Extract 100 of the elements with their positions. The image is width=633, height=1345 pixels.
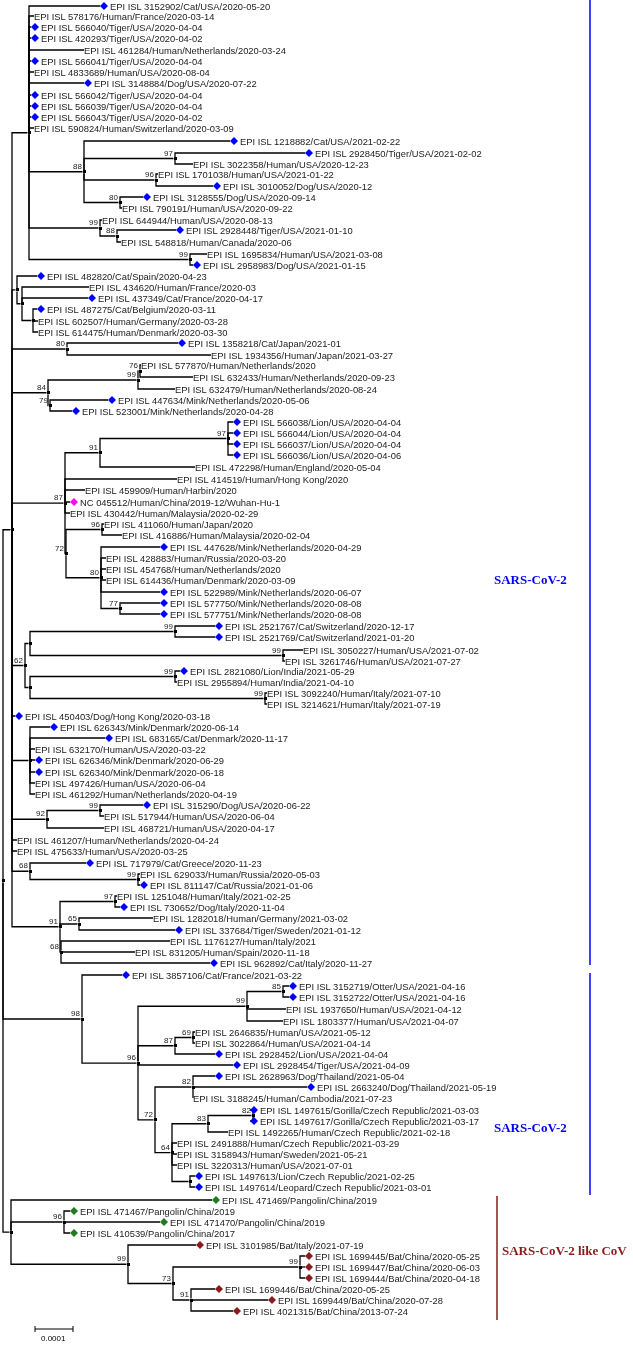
branch-line <box>66 349 212 356</box>
sequence-label: EPI ISL 2928454/Tiger/USA/2021-04-09 <box>243 1059 410 1071</box>
branch-line <box>174 1036 193 1045</box>
sequence-label: EPI ISL 1699449/Bat/China/2020-07-28 <box>278 1294 443 1306</box>
branch-line <box>137 1063 155 1121</box>
sequence-label: EPI ISL 590824/Human/Switzerland/2020-03-09 <box>34 122 234 134</box>
branch-node <box>98 226 102 230</box>
branch-line <box>60 940 171 952</box>
branch-line <box>174 670 181 676</box>
sequence-label: EPI ISL 3148884/Dog/USA/2020-07-22 <box>94 77 257 89</box>
branch-line <box>154 1120 172 1154</box>
bootstrap-value: 82 <box>242 1105 251 1115</box>
branch-line <box>174 632 216 638</box>
sequence-label: EPI ISL 3158943/Human/Sweden/2021-05-21 <box>177 1148 368 1160</box>
bootstrap-value: 97 <box>104 891 113 901</box>
sequence-label: EPI ISL 566041/Tiger/USA/2020-04-04 <box>41 55 203 67</box>
sequence-label: EPI ISL 2521767/Cat/Switzerland/2020-12-17 <box>225 620 415 632</box>
branch-node <box>206 1122 210 1126</box>
branch-line <box>49 406 73 412</box>
sequence-label: EPI ISL 420293/Tiger/USA/2020-04-02 <box>41 32 203 44</box>
branch-node <box>173 157 177 160</box>
branch-node <box>98 809 102 812</box>
branch-line <box>190 1300 234 1312</box>
branch-line <box>101 530 123 536</box>
branch-line <box>10 1233 128 1265</box>
sequence-label: EPI ISL 1218882/Cat/USA/2021-02-22 <box>240 135 401 147</box>
branch-line <box>189 260 194 266</box>
branch-node <box>263 697 267 700</box>
bootstrap-value: 80 <box>56 339 65 348</box>
sequence-label: EPI ISL 626340/Mink/Denmark/2020-06-18 <box>45 766 224 778</box>
branch-node <box>245 1004 249 1008</box>
branch-line <box>119 602 161 608</box>
branch-line <box>61 951 136 953</box>
branch-line <box>2 881 11 1233</box>
branch-node <box>80 1017 84 1021</box>
branch-line <box>29 758 36 761</box>
branch-node <box>28 642 32 645</box>
clade-label: SARS-CoV-2 like CoV <box>502 1243 627 1259</box>
sequence-label: EPI ISL 1937650/Human/USA/2021-04-12 <box>286 1003 462 1015</box>
branch-node <box>28 759 32 762</box>
branch-node <box>113 900 117 903</box>
sequence-label: EPI ISL 2821080/Lion/India/2021-05-29 <box>190 665 355 677</box>
branch-line <box>119 196 144 202</box>
sequence-label: EPI ISL 471469/Pangolin/China/2019 <box>222 1194 377 1206</box>
branch-node <box>188 1180 192 1183</box>
branch-line <box>189 1182 196 1188</box>
sequence-label: EPI ISL 644944/Human/USA/2020-08-13 <box>102 214 273 226</box>
sequence-label: EPI ISL 1497615/Gorilla/Czech Republic/2021-03-03 <box>260 1104 480 1116</box>
branch-node <box>77 922 81 926</box>
sequence-label: EPI ISL 2491888/Human/Czech Republic/2021-03-29 <box>177 1137 400 1149</box>
sequence-label: EPI ISL 337684/Tiger/Sweden/2021-01-12 <box>185 924 361 936</box>
sequence-label: EPI ISL 2928450/Tiger/USA/2021-02-02 <box>315 147 482 159</box>
bootstrap-value: 98 <box>71 1009 80 1018</box>
sequence-label: EPI ISL 461207/Human/Netherlands/2020-04-24 <box>17 834 219 846</box>
bootstrap-value: 80 <box>109 192 118 202</box>
branch-node <box>59 950 63 954</box>
branch-node <box>136 1061 140 1065</box>
sequence-label: EPI ISL 461292/Human/Netherlands/2020-04-19 <box>35 788 237 800</box>
branch-line <box>101 523 105 529</box>
sequence-label: EPI ISL 2521769/Cat/Switzerland/2021-01-20 <box>225 631 415 643</box>
branch-line <box>227 432 234 438</box>
sequence-label: EPI ISL 3022864/Human/USA/2021-04-14 <box>195 1037 371 1049</box>
sequence-label: EPI ISL 447628/Mink/Netherlands/2020-04-29 <box>170 541 362 553</box>
branch-line <box>59 900 115 926</box>
clade-label: SARS-CoV-2 <box>494 1120 567 1136</box>
branch-line <box>83 157 175 171</box>
sequence-label: EPI ISL 472298/Human/England/2020-05-04 <box>195 461 381 473</box>
branch-node <box>298 1265 302 1269</box>
branch-line <box>171 1153 190 1183</box>
sequence-label: EPI ISL 3857106/Cat/France/2021-03-22 <box>132 969 303 981</box>
bootstrap-value: 69 <box>182 1027 191 1037</box>
sequence-label: EPI ISL 717979/Cat/Greece/2020-11-23 <box>96 857 262 869</box>
bootstrap-value: 96 <box>127 1053 136 1063</box>
branch-line <box>246 1007 284 1022</box>
branch-line <box>16 290 22 305</box>
branch-node <box>173 675 177 678</box>
bootstrap-value: 72 <box>144 1109 153 1119</box>
branch-node <box>173 1044 177 1048</box>
sequence-label: EPI ISL 3261746/Human/USA/2021-07-27 <box>285 655 461 667</box>
branch-node <box>45 817 49 821</box>
branch-line <box>63 504 66 555</box>
bootstrap-value: 64 <box>161 1142 170 1152</box>
branch-line <box>264 699 268 705</box>
branch-line <box>100 568 107 577</box>
branch-line <box>174 152 306 158</box>
sequence-label: EPI ISL 471467/Pangolin/China/2019 <box>80 1205 235 1217</box>
branch-line <box>24 642 30 665</box>
sequence-label: EPI ISL 566044/Lion/USA/2020-04-04 <box>243 427 402 439</box>
branch-line <box>29 748 36 760</box>
bootstrap-value: 73 <box>162 1273 171 1283</box>
branch-line <box>78 917 154 924</box>
branch-node <box>154 178 158 182</box>
bootstrap-value: 68 <box>19 861 28 871</box>
sequence-label: EPI ISL 962892/Cat/Italy/2020-11-27 <box>220 957 373 969</box>
branch-line <box>155 180 214 187</box>
branch-node <box>10 528 14 532</box>
branch-line <box>282 985 290 991</box>
branch-line <box>174 677 178 683</box>
sequence-label: EPI ISL 1497617/Gorilla/Czech Republic/2021-03-17 <box>260 1115 480 1127</box>
bootstrap-value: 87 <box>54 493 63 503</box>
